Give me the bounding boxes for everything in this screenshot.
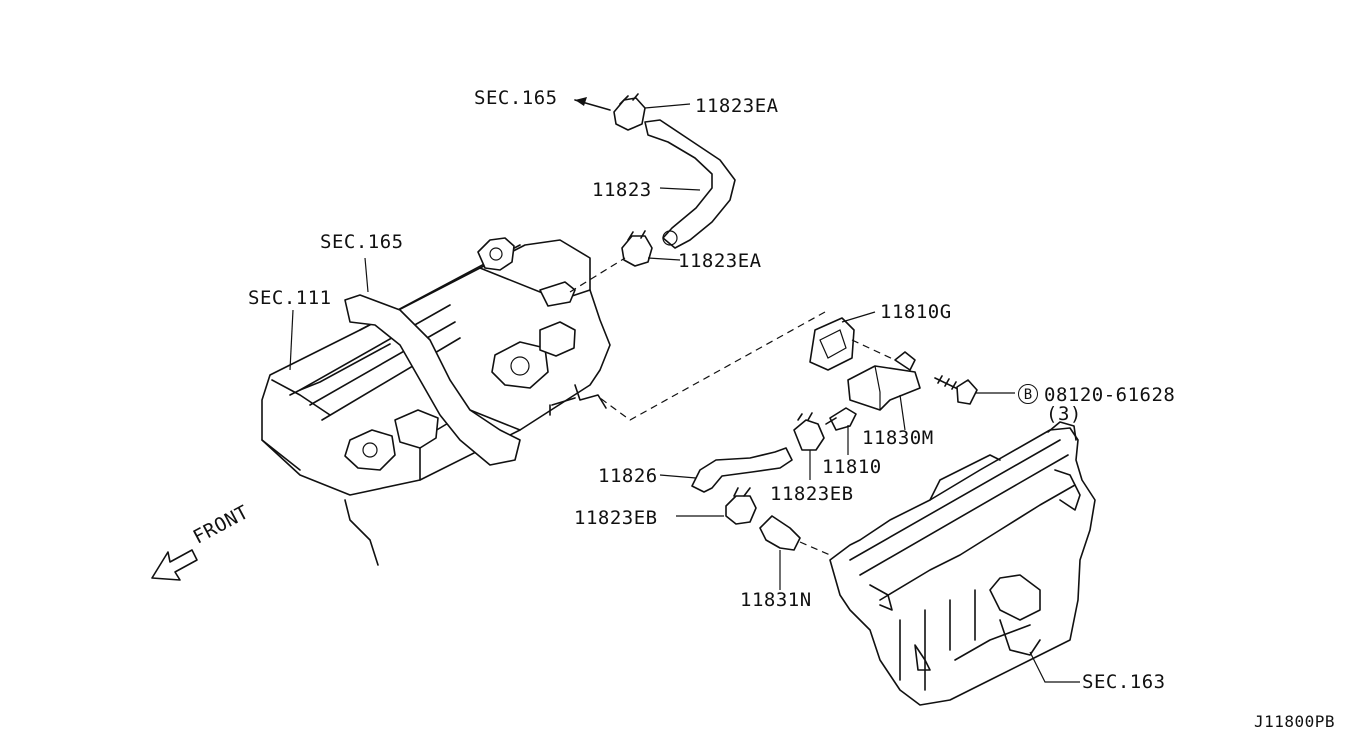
- label-sec165-top[interactable]: SEC.165: [474, 87, 558, 109]
- intake-manifold: [829, 421, 1096, 706]
- clamp-11823ea-mid: [621, 230, 653, 267]
- pcv-valve-11810: [825, 407, 857, 455]
- label-bolt-qty: (3): [1046, 403, 1082, 425]
- bolt-marker-b: B: [1018, 384, 1038, 404]
- clamp-11823eb-left: [676, 487, 757, 525]
- valve-body-11830m: [847, 351, 921, 431]
- label-11823ea-top[interactable]: 11823EA: [695, 95, 779, 117]
- diagram-code: J11800PB: [1254, 712, 1336, 731]
- label-11830m[interactable]: 11830M: [862, 427, 934, 449]
- front-arrow: [151, 549, 198, 581]
- gasket-11810g: [809, 311, 876, 371]
- label-11831n[interactable]: 11831N: [740, 589, 812, 611]
- label-11810g[interactable]: 11810G: [880, 301, 952, 323]
- label-sec111[interactable]: SEC.111: [248, 287, 332, 309]
- label-11823eb-right[interactable]: 11823EB: [770, 483, 854, 505]
- bolt-08120: [934, 375, 1015, 405]
- label-11826[interactable]: 11826: [598, 465, 658, 487]
- label-11823eb-left[interactable]: 11823EB: [574, 507, 658, 529]
- label-bolt-code[interactable]: 08120-61628: [1044, 384, 1176, 406]
- label-sec165-mid[interactable]: SEC.165: [320, 231, 404, 253]
- engine-cylinder-head: [261, 237, 611, 566]
- hose-11823: [644, 119, 736, 249]
- connector-11831n: [759, 515, 801, 590]
- label-11823[interactable]: 11823: [592, 179, 652, 201]
- label-11823ea-mid[interactable]: 11823EA: [678, 250, 762, 272]
- arrow-head: [575, 97, 587, 106]
- clamp-11823eb-right: [793, 412, 825, 480]
- clamp-11823ea-top: [613, 93, 646, 131]
- hose-11826: [659, 447, 793, 493]
- label-sec163[interactable]: SEC.163: [1082, 671, 1166, 693]
- label-11810[interactable]: 11810: [822, 456, 882, 478]
